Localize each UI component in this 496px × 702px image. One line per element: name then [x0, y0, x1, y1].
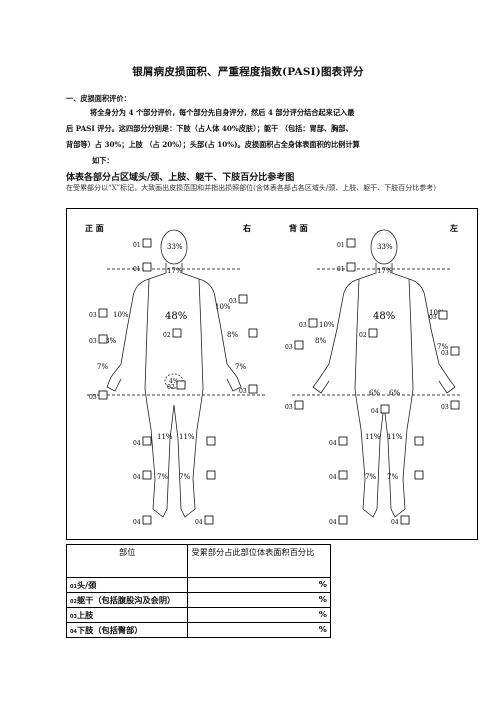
row-label: 02躯干（包括腹股沟及会阴） [65, 592, 189, 608]
back-leg-pct-r: 7% [387, 473, 398, 481]
paragraph-line-3: 背部等）占 30%；上肢 （占 20%）；头部(占 10%)。皮损面积占全身体表… [66, 140, 360, 149]
mark-checkboxes[interactable] [98, 238, 460, 525]
back-arm-upper-pct-r: 10% [429, 309, 445, 317]
code-hand-l: 03 [239, 388, 247, 395]
row-label-text: 下肢（包括臀部） [76, 625, 143, 635]
back-code-foot-r: 04 [391, 519, 399, 526]
back-forearm-pct-l: 8% [315, 337, 326, 345]
back-percentages: 33% 17% 48% 10% 10% 8% 7% 6% 6% 11% 11% … [315, 243, 448, 481]
paragraph-line-4: 如下： [92, 156, 114, 165]
hand-pct-l: 7% [235, 363, 246, 371]
forearm-pct-l: 8% [227, 331, 238, 339]
row-pct-input[interactable]: % [187, 607, 331, 623]
back-trunk-pct: 48% [373, 311, 395, 322]
back-code-hand-l: 03 [285, 404, 293, 411]
paragraph-line-1: 将全身分为 4 个部分评价，每个部分先自身评分，然后 4 部分评分结合起来记入最 [90, 108, 355, 117]
table-row: 02躯干（包括腹股沟及会阴） % [65, 592, 331, 608]
row-mark: 04 [70, 629, 77, 635]
row-pct-input[interactable]: % [187, 577, 331, 593]
thigh-pct-r: 11% [157, 433, 173, 441]
back-code-arm-l: 03 [299, 322, 307, 329]
back-code-arm-r: 03 [429, 314, 437, 321]
region-lines [87, 268, 462, 396]
code-leg-r: 04 [133, 474, 141, 481]
row-label: 01头/颈 [65, 577, 189, 593]
front-body-outline [106, 229, 242, 518]
left-label: 左 [449, 223, 458, 233]
arm-upper-pct-l: 10% [215, 303, 231, 311]
code-genital: 02 [167, 384, 175, 391]
header-pct: 受累部分占此部位体表面积百分比 [187, 544, 331, 578]
head-pct: 33% [167, 243, 183, 251]
leg-pct-r: 7% [157, 473, 168, 481]
figure-note: 在受累部分以“X”标记，大致画出皮损范围和并指出损照部位(含体表各部占各区域头/… [66, 184, 436, 192]
back-label: 背 面 [289, 223, 308, 233]
back-hand-pct-r: 7% [437, 343, 448, 351]
buttock-pct-l: 6% [369, 389, 380, 397]
back-neck-pct: 17% [377, 267, 393, 275]
code-arm-r: 03 [89, 312, 97, 319]
forearm-pct-r: 8% [105, 337, 116, 345]
back-head-pct: 33% [377, 243, 393, 251]
code-forearm-r: 03 [89, 338, 97, 345]
row-pct-input[interactable]: % [187, 592, 331, 608]
genital-pct: 4% [169, 378, 179, 385]
back-code-leg: 04 [329, 474, 337, 481]
back-code-thigh: 04 [329, 440, 337, 447]
back-code-buttock: 04 [371, 408, 379, 415]
area-table: 部位 受累部分占此部位体表面积百分比 01头/颈 % 02躯干（包括腹股沟及会阴… [65, 544, 331, 638]
back-arm-upper-pct-l: 10% [319, 321, 335, 329]
hand-pct-r: 7% [97, 363, 108, 371]
header-part: 部位 [65, 544, 189, 578]
trunk-pct: 48% [165, 311, 187, 322]
back-leg-pct-l: 7% [365, 473, 376, 481]
leg-pct-l: 7% [179, 473, 190, 481]
buttock-pct-r: 6% [389, 389, 400, 397]
code-arm-l: 03 [229, 298, 237, 305]
back-code-neck: 01 [337, 266, 345, 273]
back-code-hand-r: 03 [441, 404, 449, 411]
right-label: 右 [242, 223, 251, 233]
row-mark: 03 [70, 614, 77, 620]
back-code-foot-l: 04 [329, 519, 337, 526]
body-diagram-frame: 正 面 右 背 面 左 33% 17% 48% 10% 10% 8% 8% 7%… [66, 208, 478, 540]
code-hand-r: 03 [89, 394, 97, 401]
back-code-forearm-r: 03 [441, 350, 449, 357]
figure-title: 体表各部分占区域头/颈、上肢、躯干、下肢百分比参考图 [66, 173, 295, 183]
region-markers: 01 01 02 02 03 03 03 03 03 04 04 04 04 0… [89, 242, 449, 526]
row-label-text: 上肢 [76, 610, 94, 620]
row-label-text: 躯干（包括腹股沟及会阴） [76, 595, 176, 605]
body-diagram: 正 面 右 背 面 左 33% 17% 48% 10% 10% 8% 8% 7%… [85, 223, 462, 526]
back-thigh-pct-l: 11% [365, 433, 381, 441]
row-label: 04下肢（包括臀部） [65, 622, 189, 638]
front-label: 正 面 [85, 223, 104, 233]
row-mark: 01 [70, 584, 77, 590]
back-code-forearm-l: 03 [285, 344, 293, 351]
table-row: 04下肢（包括臀部） % [65, 622, 331, 638]
code-neck: 01 [133, 266, 141, 273]
back-code-trunk: 02 [359, 332, 367, 339]
section-heading: 一、皮损面积评价： [66, 94, 131, 103]
code-foot-r: 04 [133, 519, 141, 526]
table-row: 01头/颈 % [65, 577, 331, 593]
document-title: 银屑病皮损面积、严重程度指数(PASI)图表评分 [132, 66, 364, 78]
code-head: 01 [133, 242, 141, 249]
back-code-head: 01 [337, 242, 345, 249]
row-pct-input[interactable]: % [187, 622, 331, 638]
code-thigh-r: 04 [133, 440, 141, 447]
thigh-pct-l: 11% [179, 433, 195, 441]
arm-upper-pct-r: 10% [113, 311, 129, 319]
table-row: 03上肢 % [65, 607, 331, 623]
front-percentages: 33% 17% 48% 10% 10% 8% 8% 7% 7% 4% 11% 1… [97, 243, 246, 481]
code-foot-l: 04 [195, 519, 203, 526]
code-trunk: 02 [163, 332, 171, 339]
row-label-text: 头/颈 [76, 580, 97, 590]
row-label: 03上肢 [65, 607, 189, 623]
neck-pct: 17% [167, 267, 183, 275]
back-thigh-pct-r: 11% [387, 433, 403, 441]
paragraph-line-2: 后 PASI 评分。这四部分分别是：下肢（占人体 40%皮肤）；躯干 （包括：胃… [66, 124, 353, 133]
table-header-row: 部位 受累部分占此部位体表面积百分比 [65, 544, 331, 578]
row-mark: 02 [70, 599, 77, 605]
